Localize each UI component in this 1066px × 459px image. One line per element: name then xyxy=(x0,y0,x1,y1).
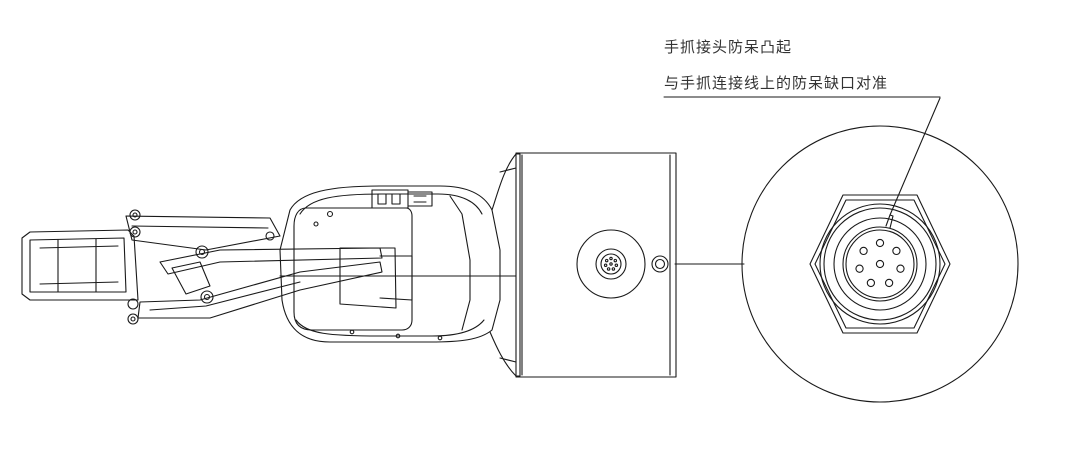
connector-pin xyxy=(603,263,608,267)
gripper-linkage xyxy=(125,215,383,319)
connector-pin xyxy=(866,278,876,288)
connector-recess xyxy=(576,229,646,299)
connector-pin xyxy=(892,246,901,256)
connector-pin-center xyxy=(875,259,885,269)
keying-notch xyxy=(885,214,894,229)
hex-nut xyxy=(809,194,951,334)
connector-pin xyxy=(606,267,611,271)
connector-pin xyxy=(859,246,868,256)
connector-pin xyxy=(613,258,618,263)
small-connector-pins xyxy=(603,256,619,271)
connector-pin xyxy=(884,278,894,288)
connector-pins xyxy=(855,238,905,288)
connector-detail-view xyxy=(663,96,1019,403)
connector-pin-center xyxy=(609,262,613,266)
gripper-main-cylinder xyxy=(515,152,677,378)
connector-pin xyxy=(611,267,616,271)
linkage-pins xyxy=(127,209,275,325)
gripper-finger xyxy=(21,229,139,301)
connector-pin xyxy=(875,238,885,248)
connector-pin xyxy=(614,263,619,267)
detail-circle xyxy=(741,125,1019,403)
connector-pin xyxy=(896,264,905,273)
annotation-line-1: 手抓接头防呆凸起 xyxy=(664,38,793,56)
annotation-leader xyxy=(889,97,941,216)
annotation-line-2: 与手抓连接线上的防呆缺口对准 xyxy=(664,74,889,92)
connector-pin xyxy=(604,258,609,263)
gripper-housing xyxy=(279,185,517,343)
gripper-flange xyxy=(489,153,521,377)
connector-outer-ring xyxy=(819,203,941,325)
gripper-body xyxy=(21,152,677,378)
connector-pin xyxy=(609,256,613,261)
connector-pin xyxy=(855,264,864,273)
